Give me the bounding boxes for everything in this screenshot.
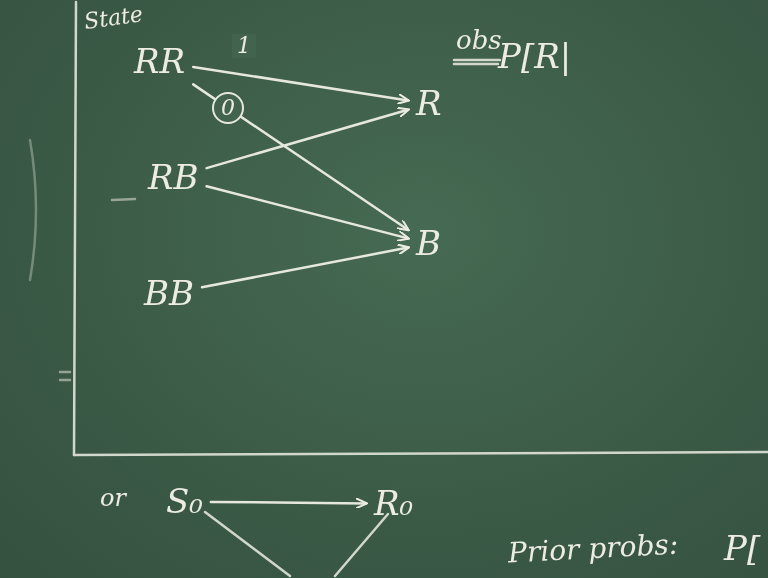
transition-arrow (211, 502, 366, 504)
edge-label: 1 (232, 34, 256, 58)
underline (454, 59, 500, 62)
state-node: BB (138, 272, 200, 315)
underline (454, 63, 498, 66)
divider-line (74, 2, 76, 455)
node-text: R₀ (374, 485, 413, 522)
transition-arrow (193, 84, 408, 229)
tick-mark (60, 372, 70, 380)
chalk-line (335, 514, 388, 576)
node-text: BB (144, 275, 194, 312)
chalk-line (205, 512, 290, 576)
state-node: R (410, 82, 448, 125)
node-text: R (416, 85, 442, 122)
state-node: S₀ (160, 480, 209, 523)
edge-label: 0 (212, 92, 244, 124)
divider-line (74, 452, 768, 455)
transition-arrow (207, 186, 408, 238)
node-text: S₀ (166, 483, 203, 520)
state-node: B (410, 222, 447, 265)
state-node: R₀ (368, 482, 419, 525)
formula-text: P[ (724, 530, 760, 567)
formula-text: P[R| (498, 38, 571, 75)
state-node: RB (142, 156, 205, 199)
state-node: RR (128, 40, 191, 83)
node-text: B (416, 225, 441, 262)
transition-arrow (202, 248, 408, 288)
note-text: or (100, 485, 126, 511)
node-text: RB (148, 159, 199, 196)
axis-label: obs (456, 26, 502, 55)
node-text: RR (134, 43, 185, 80)
tick-mark (112, 199, 135, 200)
chalk-smudge (30, 140, 36, 280)
